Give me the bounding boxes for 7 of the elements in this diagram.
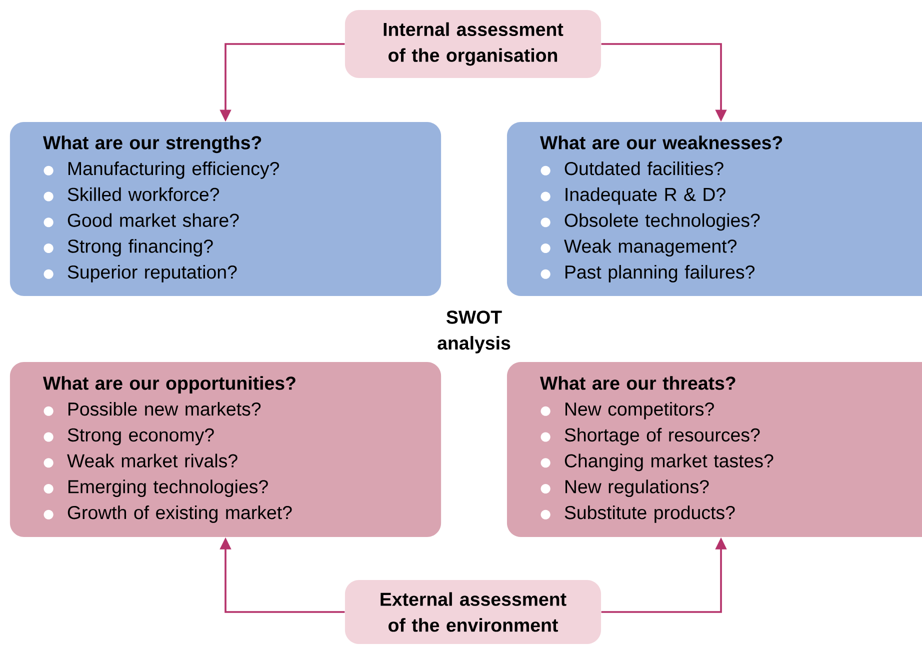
swot-label: SWOT analysis (438, 310, 510, 354)
assessment-box: Internal assessment of the organisation (344, 10, 602, 78)
swot-box: What are our weaknesses? Outdated facilities? Inadequate R & D? Obsolete technologies? Weak management? Past planning failures? (506, 122, 922, 296)
swot-box: What are our strengths? Manufacturing efficiency? Skilled workforce? Good market share? Strong financing? Superior reputation? (10, 122, 442, 296)
swot-box: What are our opportunities? Possible new markets? Strong economy? Weak market rivals? Emerging technologies? Growth of existing market? (10, 362, 442, 538)
swot-box: What are our threats? New competitors? Shortage of resources? Changing market tastes? New regulations? Substitute products? (506, 362, 922, 538)
assessment-box: External assessment of the environment (344, 580, 602, 644)
